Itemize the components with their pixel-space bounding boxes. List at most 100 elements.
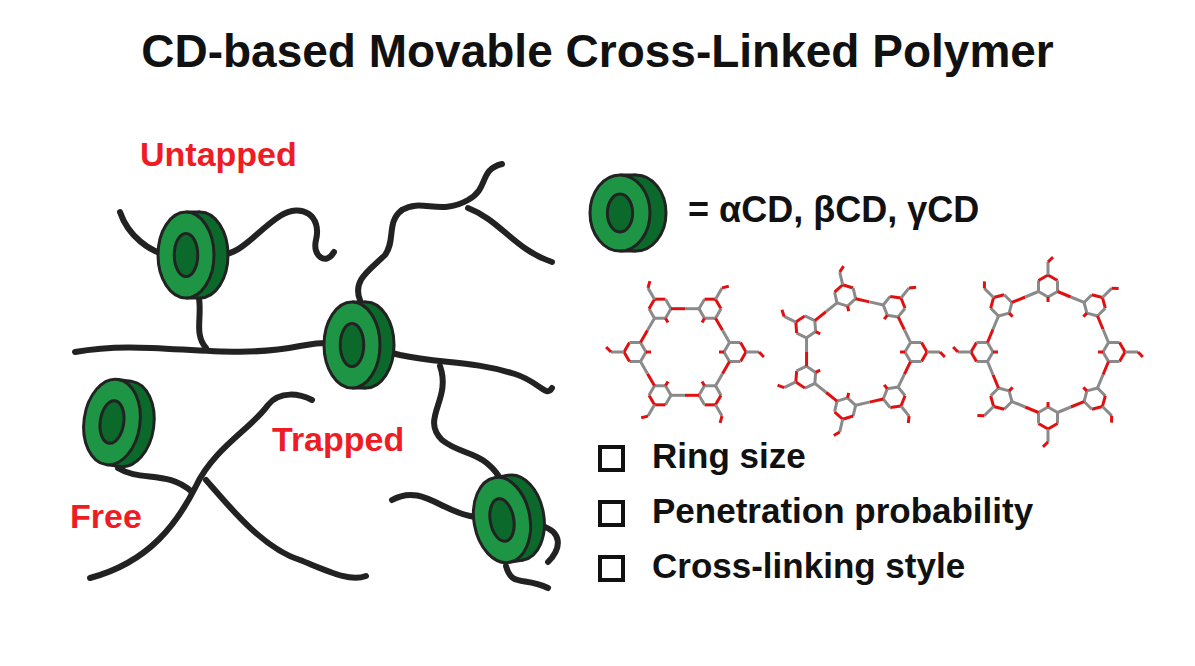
bond [1120, 342, 1126, 352]
ring-face [78, 376, 145, 469]
bond [901, 288, 909, 298]
bond [869, 302, 883, 305]
bond [1098, 375, 1103, 388]
bond [705, 317, 716, 320]
bond [998, 388, 1009, 391]
bond [816, 370, 821, 372]
bond [630, 341, 641, 344]
bond [826, 392, 837, 401]
bond [716, 405, 723, 416]
bond [984, 288, 993, 297]
bond [1004, 295, 1012, 303]
bond [805, 383, 815, 388]
bond [782, 310, 784, 317]
polymer-chain [118, 468, 192, 492]
polymer-chain [75, 343, 552, 391]
bond [716, 386, 722, 396]
bond [649, 299, 655, 309]
bond [1092, 295, 1103, 298]
bond [1102, 288, 1111, 297]
bond [991, 396, 994, 407]
bond [1092, 406, 1103, 409]
bond [724, 352, 730, 362]
bond [905, 342, 911, 352]
bond [1098, 308, 1106, 316]
bond [646, 351, 651, 354]
bond [796, 382, 805, 388]
bond [911, 360, 922, 363]
bond [853, 288, 855, 299]
polymer-chain [206, 480, 366, 578]
bond [994, 295, 1005, 298]
bond [911, 341, 922, 344]
bond [904, 330, 910, 343]
bond [816, 332, 821, 334]
bond [1009, 302, 1012, 313]
bond [998, 313, 1009, 316]
bond [655, 298, 666, 301]
bond [907, 416, 911, 423]
bond [883, 389, 887, 399]
bond [705, 298, 716, 301]
cd-molecule [953, 257, 1143, 447]
bond [993, 316, 998, 329]
bond [1138, 352, 1143, 357]
bond [971, 352, 977, 362]
bond [648, 281, 650, 288]
bond [835, 285, 843, 292]
bond [784, 316, 796, 322]
bond [856, 299, 870, 302]
bond [1058, 407, 1071, 412]
bond [685, 307, 699, 310]
bond [1098, 388, 1106, 396]
bond [1048, 275, 1058, 281]
bond [1012, 297, 1025, 302]
bond [1084, 295, 1092, 303]
polymer-chain [434, 366, 500, 478]
bond [1103, 352, 1109, 362]
bond [884, 315, 887, 319]
bond [1043, 442, 1048, 447]
bond [977, 341, 988, 344]
bond [702, 381, 705, 385]
bond [1047, 429, 1050, 442]
cyclodextrin-ring [78, 376, 159, 471]
bond [666, 318, 669, 322]
bond [883, 305, 887, 315]
bond [993, 375, 998, 388]
bond [988, 342, 994, 352]
cyclodextrin-ring [467, 470, 551, 567]
bond [611, 351, 624, 354]
bond [1037, 413, 1040, 424]
bond [988, 362, 993, 375]
bond [1056, 281, 1059, 292]
bond [884, 385, 887, 389]
bond [971, 342, 977, 352]
bond [883, 296, 890, 305]
bond [898, 308, 905, 317]
bond [655, 403, 666, 406]
bond [984, 406, 993, 415]
bond [927, 351, 940, 354]
bond [994, 406, 1005, 409]
bond [778, 385, 785, 387]
bond [837, 398, 848, 401]
bond [909, 286, 916, 290]
bond [741, 342, 747, 352]
bond [883, 399, 890, 408]
cyclodextrin-ring [590, 175, 666, 251]
bond [900, 351, 905, 354]
checkbox [600, 447, 623, 470]
bond [1012, 402, 1025, 407]
bond [1084, 402, 1092, 410]
bond [723, 330, 730, 342]
bond [649, 386, 655, 396]
polymer-chain [199, 298, 206, 348]
bond [716, 288, 723, 299]
bond [1112, 287, 1119, 290]
bond [1071, 297, 1084, 302]
bond [1102, 406, 1111, 415]
bond [655, 317, 666, 320]
bond [1025, 407, 1038, 412]
polymer-chain [468, 208, 552, 262]
